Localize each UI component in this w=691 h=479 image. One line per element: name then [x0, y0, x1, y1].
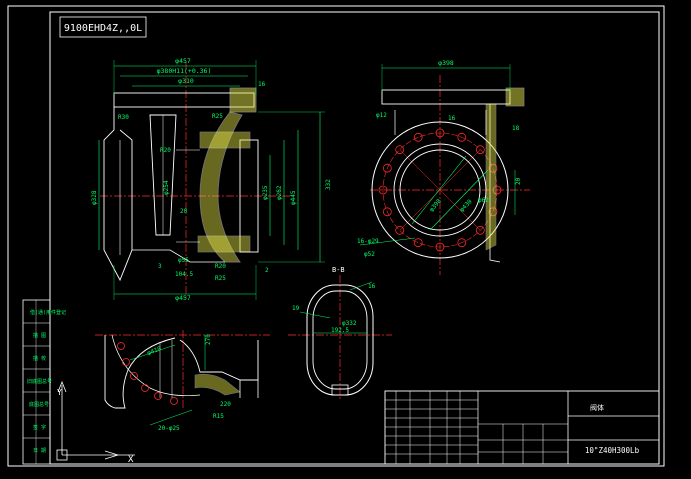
ucs-y-label: Y [57, 388, 62, 397]
strip-label-3: 旧底图总号 [27, 378, 52, 385]
dim-text: 3 [158, 263, 162, 270]
dim-text: 16 [448, 115, 456, 122]
drawing-code: 10"Z40H300Lb [585, 446, 640, 455]
dim-text: φ380H11(+0.36) [157, 67, 212, 75]
strip-label-2: 描 校 [33, 355, 46, 362]
dim-text: 270 [205, 334, 212, 345]
dim-text: φ12 [376, 112, 387, 119]
dim-text: R20 [215, 263, 226, 270]
left-binding-strip: 借(通)用件登记 描 图 描 校 旧底图总号 底图总号 签 字 日 期 [22, 299, 66, 465]
dim-text: 20 [180, 208, 188, 215]
dim-text: 332 [325, 179, 332, 190]
side-flange-view: φ398 φ12 16 18 20 φ398 φ430 φ62 16-φ29 φ… [357, 59, 530, 275]
dim-text: 104.5 [175, 271, 193, 278]
title-block: 阀体 10"Z40H300Lb [384, 390, 660, 465]
ucs-icon: Y X [56, 380, 135, 465]
dim-text: φ332 [342, 320, 357, 327]
dim-text: 192.5 [331, 327, 349, 334]
inner-border [49, 11, 660, 465]
bottom-half-view: φ410 270 220 R15 20-φ25 [95, 330, 270, 432]
section-b-b-view: B-B 19 16 φ332 192.5 [288, 266, 392, 400]
strip-label-4: 底图总号 [29, 401, 49, 408]
strip-label-1: 描 图 [33, 332, 46, 339]
dim-text: R30 [118, 114, 129, 121]
dim-text: R25 [212, 113, 223, 120]
drawing-stamp: 9100EHD4Z,,0L [59, 16, 147, 38]
dim-text: φ55 [178, 257, 189, 264]
dim-text: R15 [213, 413, 224, 420]
dim-text: φ262 [276, 185, 283, 200]
strip-label-0: 借(通)用件登记 [30, 309, 66, 316]
section-label: B-B [332, 266, 345, 274]
dim-text: φ445 [290, 190, 297, 205]
strip-label-6: 日 期 [33, 448, 46, 454]
dim-text: 16 [368, 283, 376, 290]
dim-text: φ410 [146, 345, 162, 357]
dim-text: 16-φ29 [357, 238, 379, 245]
dim-text: 20 [515, 177, 522, 185]
ucs-x-label: X [128, 455, 134, 465]
dim-text: φ328 [91, 190, 98, 205]
dim-text: φ62 [478, 197, 489, 204]
dim-text: φ310 [178, 77, 194, 85]
dim-text: 220 [220, 401, 231, 408]
dim-text: φ457 [175, 57, 191, 65]
outer-border [7, 5, 665, 467]
dim-text: R20 [160, 147, 171, 154]
front-section-view: φ457 φ380H11(+0.36) φ310 φ328 φ457 332 φ… [91, 57, 332, 302]
dim-text: R25 [215, 275, 226, 282]
dim-text: 19 [292, 305, 300, 312]
dim-text: 16 [258, 81, 266, 88]
dim-text: 2 [265, 267, 269, 274]
dim-text: 20-φ25 [158, 425, 180, 432]
stamp-text: 9100EHD4Z,,0L [64, 23, 142, 34]
dim-text: φ52 [364, 251, 375, 258]
part-name: 阀体 [590, 403, 604, 412]
dim-text: φ457 [175, 294, 191, 302]
dim-text: φ398 [438, 59, 454, 67]
strip-label-5: 签 字 [33, 424, 46, 431]
dim-text: 18 [512, 125, 520, 132]
dim-text: φ235 [262, 185, 269, 200]
dim-text: φ254 [163, 180, 170, 195]
